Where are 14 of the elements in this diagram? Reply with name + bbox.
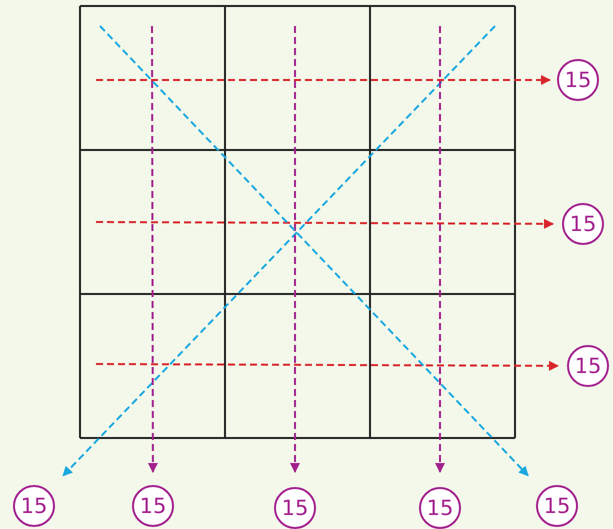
number-circle: 15 bbox=[13, 485, 55, 527]
number-circle: 15 bbox=[132, 485, 174, 527]
arrow bbox=[96, 360, 559, 371]
number-circle: 15 bbox=[419, 487, 461, 529]
number-circle: 15 bbox=[562, 203, 604, 245]
number-circle: 15 bbox=[536, 485, 578, 527]
arrow bbox=[96, 218, 554, 229]
arrow bbox=[148, 26, 158, 473]
arrow bbox=[435, 26, 445, 473]
number-circle: 15 bbox=[557, 59, 599, 101]
arrow bbox=[290, 26, 300, 473]
number-circle: 15 bbox=[567, 345, 609, 387]
number-circle: 15 bbox=[274, 487, 316, 529]
arrow bbox=[96, 75, 551, 85]
